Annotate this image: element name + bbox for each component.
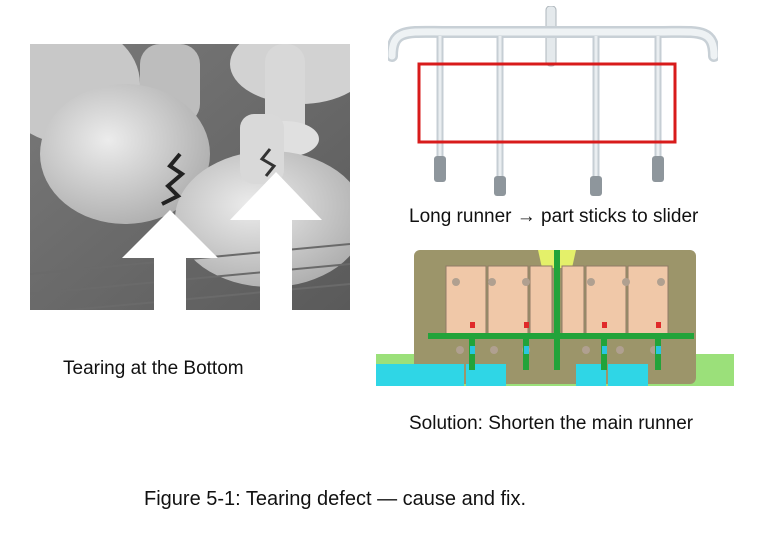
red-markers <box>470 322 661 328</box>
highlight-box <box>417 62 677 144</box>
runner-branches <box>436 36 662 176</box>
mold-cross-section <box>376 250 734 386</box>
torn-part-left <box>40 84 210 224</box>
cooling-blocks <box>376 364 648 386</box>
mold-plates <box>445 265 669 337</box>
runner-caption: Long runner → part sticks to slider <box>409 206 699 227</box>
tear-crack <box>259 148 277 177</box>
white-arrow-right <box>230 172 322 310</box>
solution-caption: Solution: Shorten the main runner <box>409 413 694 434</box>
tearing-defect-photo <box>30 44 350 310</box>
gate-tips <box>434 156 664 196</box>
cyan-markers <box>470 346 661 354</box>
figure-title: Figure 5-1: Tearing defect — cause and f… <box>144 488 527 510</box>
white-arrow-left <box>122 210 218 310</box>
runner-illustration <box>388 6 718 196</box>
left-caption: Tearing at the Bottom <box>63 358 244 379</box>
tear-crack <box>161 152 186 206</box>
bolt-holes <box>452 278 665 354</box>
